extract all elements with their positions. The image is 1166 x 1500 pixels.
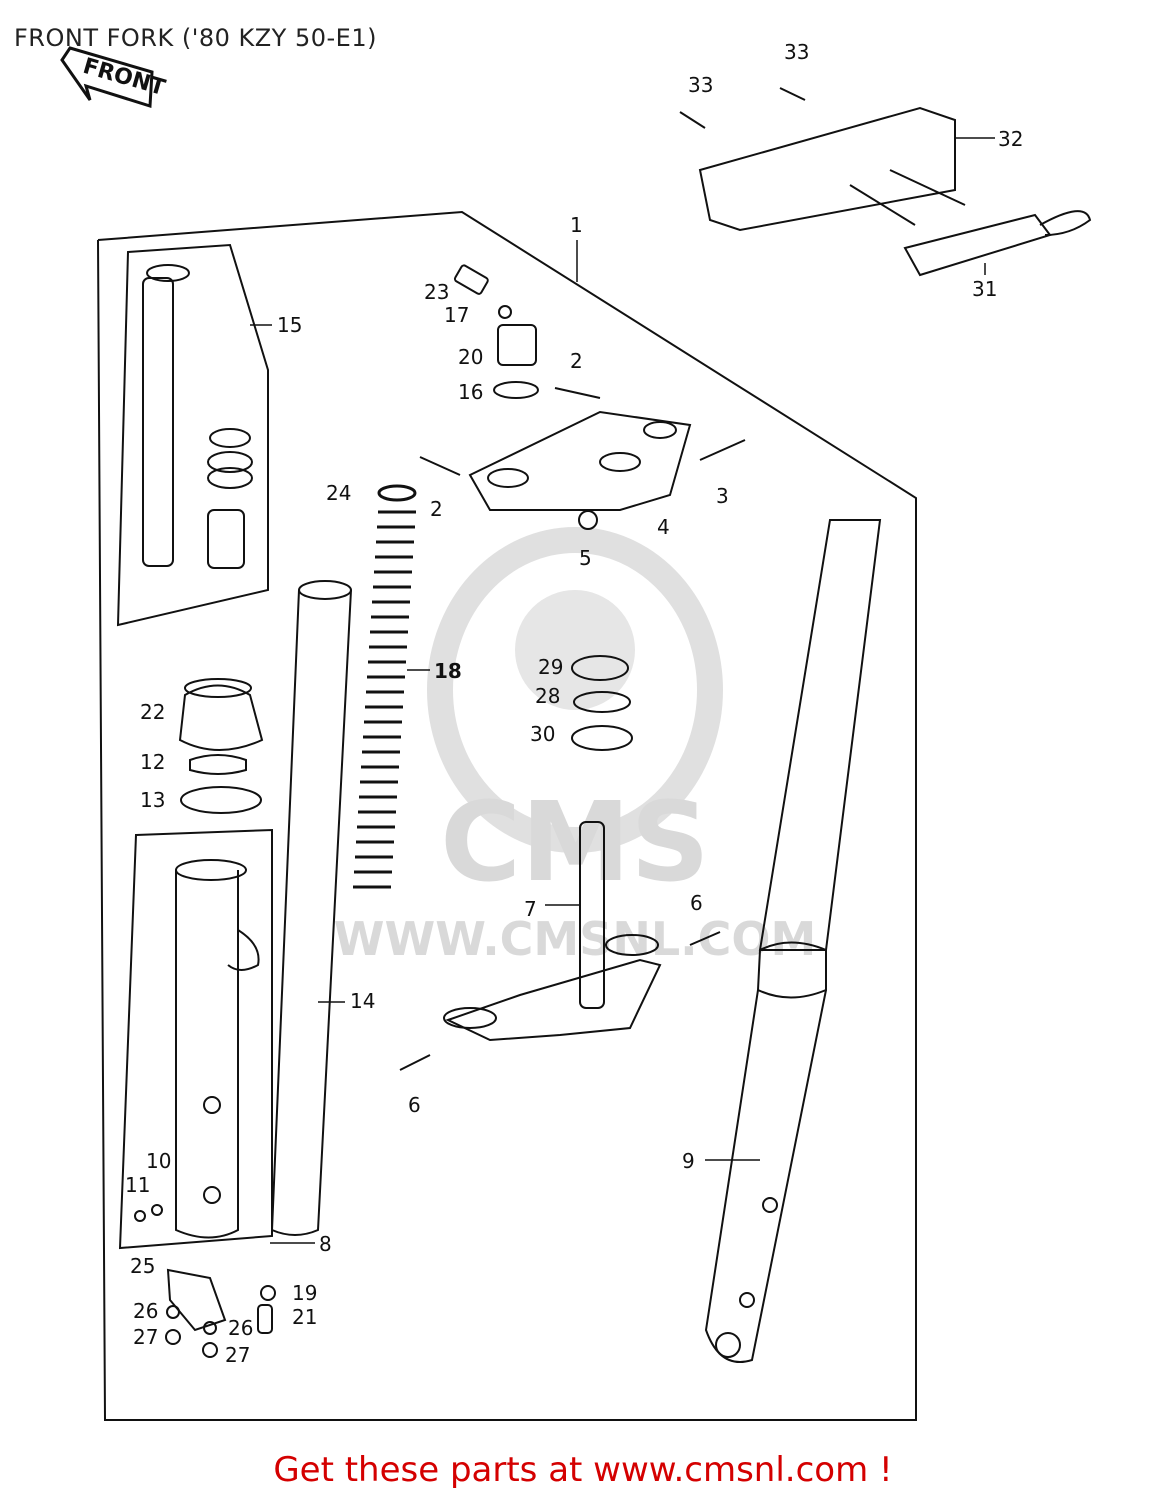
part-label-2: 2 bbox=[430, 497, 443, 521]
bracket-bolts bbox=[419, 387, 746, 530]
part-label-33: 33 bbox=[784, 40, 809, 64]
assembly-outline bbox=[97, 210, 917, 1421]
damper-rod bbox=[142, 264, 253, 569]
part-label-21: 21 bbox=[292, 1305, 317, 1329]
page-title: FRONT FORK ('80 KZY 50-E1) bbox=[14, 24, 377, 52]
leader-lines bbox=[250, 137, 995, 1244]
front-direction-stamp: FRONT bbox=[60, 46, 168, 109]
part-labels: 1 2 2 3 4 5 6 6 7 8 9 10 11 12 13 14 15 … bbox=[125, 40, 1023, 1367]
axle-hardware bbox=[134, 1204, 276, 1358]
part-label-1: 1 bbox=[570, 213, 583, 237]
part-label-18: 18 bbox=[434, 659, 462, 683]
outer-tube-left bbox=[175, 859, 260, 1239]
part-label-32: 32 bbox=[998, 127, 1023, 151]
fork-spring bbox=[353, 484, 417, 889]
part-label-26: 26 bbox=[133, 1299, 158, 1323]
part-label-10: 10 bbox=[146, 1149, 171, 1173]
part-label-16: 16 bbox=[458, 380, 483, 404]
part-label-6: 6 bbox=[690, 891, 703, 915]
stem-bolts bbox=[399, 931, 721, 1071]
part-label-17: 17 bbox=[444, 303, 469, 327]
part-label-23: 23 bbox=[424, 280, 449, 304]
steering-bearings bbox=[571, 655, 633, 751]
steering-stem bbox=[443, 821, 662, 1042]
part-label-27: 27 bbox=[225, 1343, 250, 1367]
cmsnl-parts-link[interactable]: Get these parts at www.cmsnl.com ! bbox=[273, 1450, 893, 1490]
fork-cap-bolt bbox=[453, 264, 539, 399]
cms-watermark: CMS WWW.CMSNL.COM bbox=[334, 527, 817, 966]
part-label-5: 5 bbox=[579, 546, 592, 570]
part-label-12: 12 bbox=[140, 750, 165, 774]
upper-fork-bracket bbox=[468, 410, 692, 511]
part-label-25: 25 bbox=[130, 1254, 155, 1278]
part-label-2: 2 bbox=[570, 349, 583, 373]
inner-tube-group-box bbox=[116, 243, 269, 627]
part-label-8: 8 bbox=[319, 1232, 332, 1256]
part-label-30: 30 bbox=[530, 722, 555, 746]
watermark-url: WWW.CMSNL.COM bbox=[334, 912, 817, 966]
part-label-20: 20 bbox=[458, 345, 483, 369]
lower-slider-group-box bbox=[118, 828, 273, 1250]
inner-fork-tube bbox=[270, 580, 352, 1236]
part-label-27: 27 bbox=[133, 1325, 158, 1349]
part-label-3: 3 bbox=[716, 484, 729, 508]
part-label-11: 11 bbox=[125, 1173, 150, 1197]
part-label-4: 4 bbox=[657, 515, 670, 539]
part-label-33: 33 bbox=[688, 73, 713, 97]
part-label-28: 28 bbox=[535, 684, 560, 708]
part-label-9: 9 bbox=[682, 1149, 695, 1173]
right-fork-leg bbox=[704, 519, 882, 1363]
part-label-14: 14 bbox=[350, 989, 375, 1013]
front-stamp-text: FRONT bbox=[80, 54, 168, 101]
part-label-15: 15 bbox=[277, 313, 302, 337]
part-label-31: 31 bbox=[972, 277, 997, 301]
part-label-19: 19 bbox=[292, 1281, 317, 1305]
seal-stack bbox=[178, 678, 264, 814]
part-label-29: 29 bbox=[538, 655, 563, 679]
part-label-6: 6 bbox=[408, 1093, 421, 1117]
part-label-22: 22 bbox=[140, 700, 165, 724]
part-label-7: 7 bbox=[524, 897, 537, 921]
part-label-13: 13 bbox=[140, 788, 165, 812]
part-label-26: 26 bbox=[228, 1316, 253, 1340]
watermark-main: CMS bbox=[440, 778, 709, 906]
handlebar-holder bbox=[679, 87, 1092, 277]
part-label-24: 24 bbox=[326, 481, 351, 505]
